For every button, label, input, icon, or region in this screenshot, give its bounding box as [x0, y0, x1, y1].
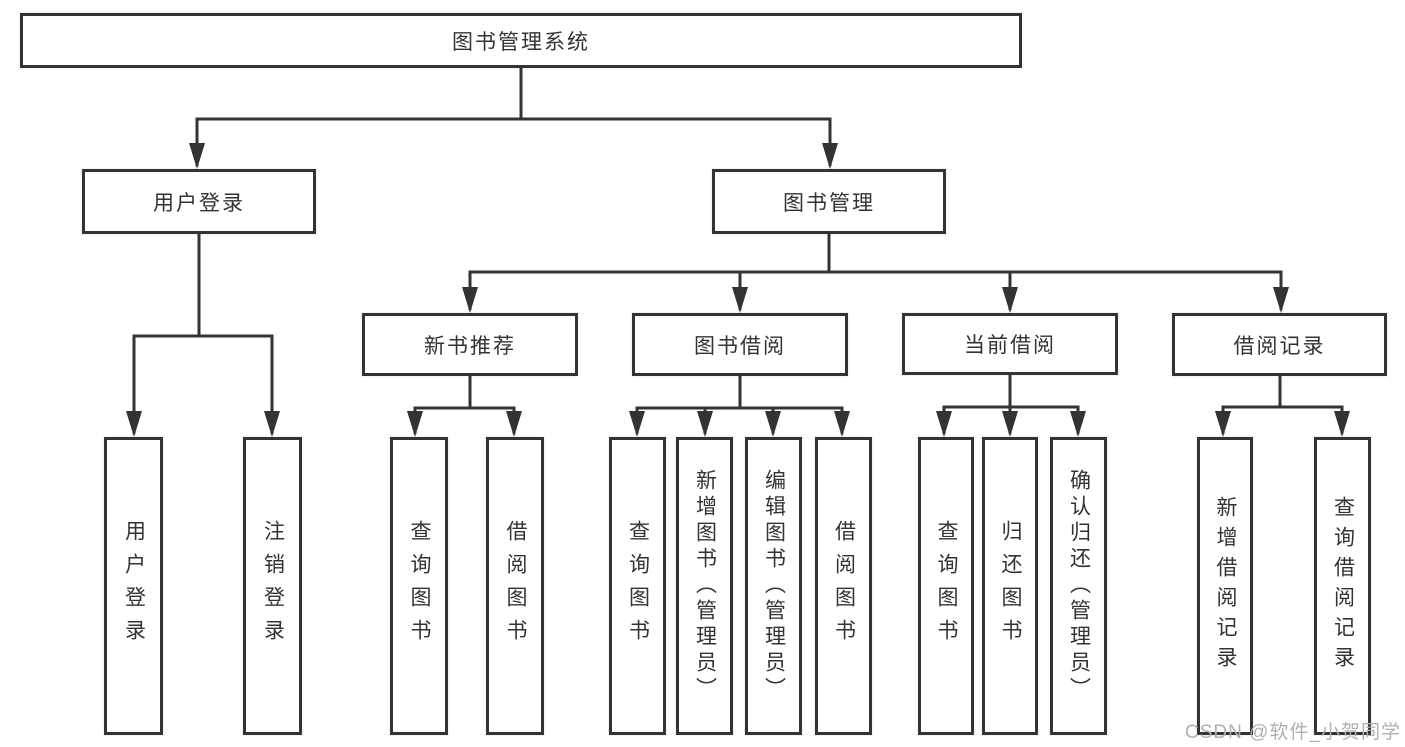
node-label: 确认归还（管理员）: [1067, 469, 1091, 703]
node-label: 当前借阅: [964, 334, 1056, 357]
leaf-user-login: 用户登录: [104, 437, 163, 735]
node-label: 用户登录: [122, 520, 146, 652]
connector-root: [189, 68, 838, 169]
leaf-confirm-return-admin: 确认归还（管理员）: [1050, 437, 1107, 735]
node-label: 归还图书: [999, 520, 1022, 652]
csdn-watermark: CSDN @软件_小贺同学: [1185, 722, 1401, 743]
node-book-borrow: 图书借阅: [632, 313, 848, 376]
node-label: 新增借阅记录: [1214, 496, 1237, 676]
leaf-query-books-borrow: 查询图书: [609, 437, 666, 735]
node-label: 新书推荐: [424, 334, 516, 358]
leaf-return-books: 归还图书: [982, 437, 1038, 735]
leaf-query-books-current: 查询图书: [918, 437, 974, 735]
node-label: 借阅图书: [504, 520, 527, 652]
node-label: 图书借阅: [694, 334, 786, 358]
node-label: 用户登录: [153, 191, 245, 215]
node-label: 编辑图书（管理员）: [762, 469, 786, 703]
node-label: 借阅记录: [1233, 334, 1326, 358]
leaf-query-borrow-record: 查询借阅记录: [1314, 437, 1371, 735]
leaf-borrow-books-recommend: 借阅图书: [486, 437, 544, 735]
node-label: 查询图书: [626, 520, 650, 652]
leaf-query-books-recommend: 查询图书: [390, 437, 448, 735]
connector-book-management: [462, 234, 1289, 313]
node-label: 图书管理系统: [452, 30, 590, 54]
leaf-borrow-books: 借阅图书: [815, 437, 872, 735]
leaf-add-books-admin: 新增图书（管理员）: [676, 437, 733, 735]
connector-book-borrow: [629, 376, 850, 437]
leaf-logout: 注销登录: [243, 437, 302, 735]
leaf-edit-books-admin: 编辑图书（管理员）: [745, 437, 802, 735]
node-label: 查询图书: [408, 520, 431, 652]
node-book-management: 图书管理: [712, 169, 946, 234]
node-label: 查询图书: [935, 520, 958, 652]
connector-borrow-records: [1215, 376, 1350, 437]
node-new-book-recommend: 新书推荐: [362, 313, 578, 376]
connector-user-login: [126, 234, 280, 437]
connector-new-book: [407, 376, 522, 437]
node-label: 查询借阅记录: [1331, 496, 1355, 676]
node-user-login: 用户登录: [82, 169, 316, 234]
node-label: 新增图书（管理员）: [693, 469, 717, 703]
node-label: 借阅图书: [832, 520, 856, 652]
leaf-add-borrow-record: 新增借阅记录: [1197, 437, 1253, 735]
connector-current-borrow: [936, 375, 1086, 437]
node-borrow-records: 借阅记录: [1172, 313, 1387, 376]
node-label: 图书管理: [783, 191, 875, 215]
node-label: 注销登录: [261, 520, 285, 652]
node-current-borrow: 当前借阅: [902, 313, 1118, 375]
node-root-library-system: 图书管理系统: [20, 13, 1022, 68]
